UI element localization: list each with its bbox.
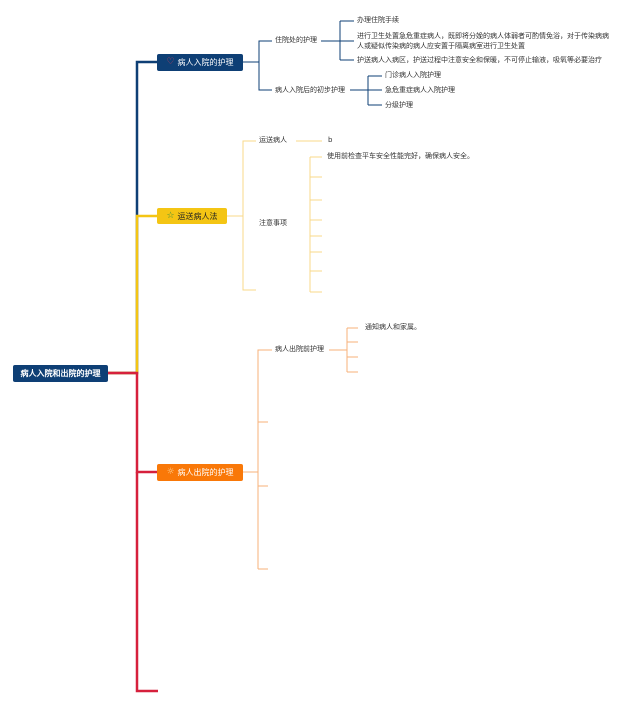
trunk-to-transport — [108, 214, 157, 375]
initial-care-connector — [350, 75, 382, 106]
star-icon: ☆ — [166, 210, 175, 221]
node-transport-patient[interactable]: 运送病人 — [259, 136, 287, 144]
root-label: 病人入院和出院的护理 — [20, 369, 101, 378]
branch-discharge[interactable]: ☼ 病人出院的护理 — [157, 464, 243, 481]
branch-admission-label: 病人入院的护理 — [177, 58, 234, 67]
node-ward-care-item[interactable]: 进行卫生处置急危重症病人，既即将分娩的病人体弱者可酌情免浴，对于传染病病人或疑似… — [357, 32, 609, 51]
transport-connector — [227, 140, 256, 291]
node-pre-discharge[interactable]: 病人出院前护理 — [275, 345, 324, 353]
node-notes-item[interactable]: 使用前检查平车安全性能完好，确保病人安全。 — [327, 152, 474, 160]
ward-care-connector — [321, 20, 354, 61]
node-pre-discharge-item[interactable]: 通知病人和家属。 — [365, 323, 421, 331]
branch-admission[interactable]: ♡ 病人入院的护理 — [157, 54, 243, 71]
sun-icon: ☼ — [166, 467, 175, 477]
node-initial-care-item[interactable]: 急危重症病人入院护理 — [385, 86, 455, 94]
node-ward-care[interactable]: 住院处的护理 — [275, 36, 317, 44]
node-initial-care[interactable]: 病人入院后的初步护理 — [275, 86, 345, 94]
root-node[interactable]: 病人入院和出院的护理 — [13, 365, 108, 382]
trunk-to-discharge — [108, 371, 157, 474]
trunk-tail — [135, 472, 158, 693]
admission-connector — [243, 40, 272, 91]
node-initial-care-item[interactable]: 门诊病人入院护理 — [385, 71, 441, 79]
discharge-connector — [243, 349, 272, 570]
notes-connector — [309, 156, 322, 293]
branch-transport-label: 运送病人法 — [177, 211, 218, 221]
heart-icon: ♡ — [166, 57, 175, 67]
node-ward-care-item[interactable]: 护送病人入病区，护送过程中注意安全和保暖，不可停止输液，吸氧等必要治疗 — [357, 56, 602, 64]
trunk-to-admission — [108, 60, 157, 375]
pre-discharge-connector — [329, 327, 358, 373]
node-initial-care-item[interactable]: 分级护理 — [385, 101, 413, 109]
node-transport-patient-value[interactable]: b — [328, 136, 333, 144]
node-ward-care-item[interactable]: 办理住院手续 — [357, 16, 399, 24]
node-notes[interactable]: 注意事项 — [259, 219, 287, 227]
branch-discharge-label: 病人出院的护理 — [177, 468, 234, 477]
branch-transport[interactable]: ☆ 运送病人法 — [157, 208, 227, 224]
